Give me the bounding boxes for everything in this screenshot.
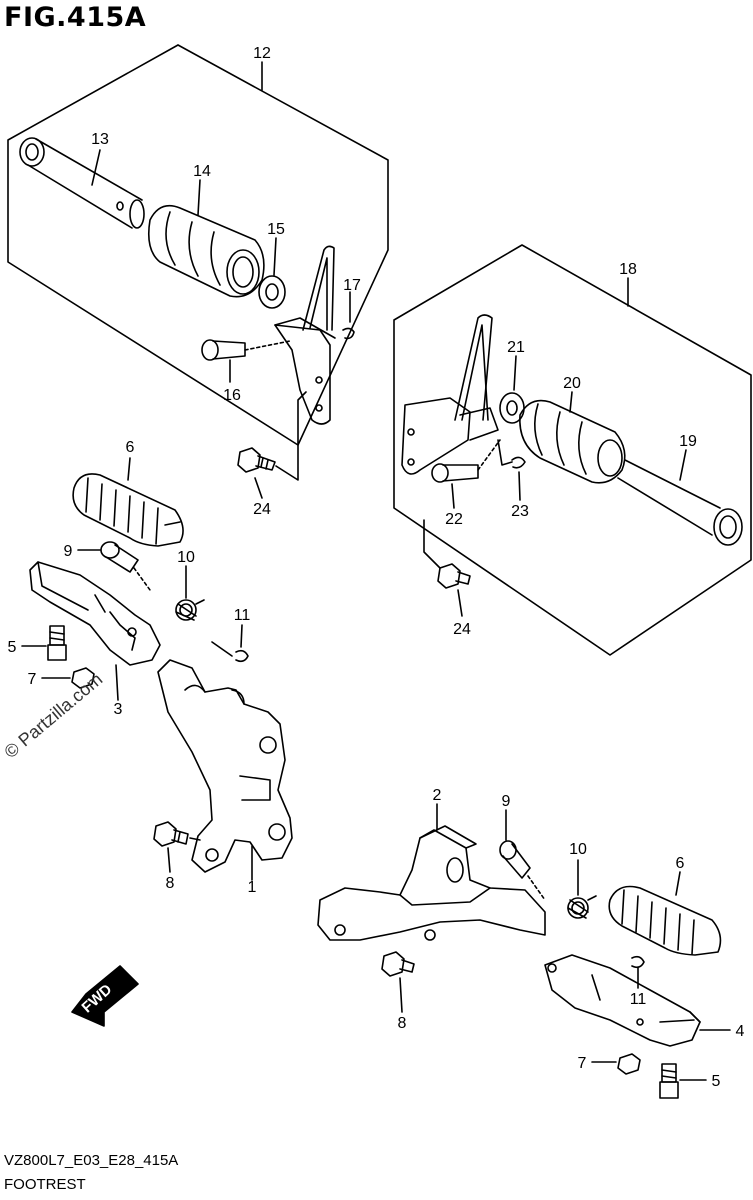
footrest-3 (29, 561, 161, 666)
footrest-rubber-6-left (72, 473, 184, 547)
spring-10-right (567, 895, 597, 919)
callout-2: 2 (433, 787, 442, 804)
callout-7-left: 7 (28, 671, 37, 688)
leader-20 (569, 391, 573, 413)
leader-24-upper (254, 477, 263, 499)
clip-11-right (631, 955, 645, 969)
callout-5-left: 5 (8, 639, 17, 656)
callout-6-right: 6 (676, 855, 685, 872)
callout-3: 3 (114, 701, 123, 718)
footrest-rubber-6-right (608, 885, 722, 956)
callout-8-right: 8 (398, 1015, 407, 1032)
callout-16: 16 (223, 387, 241, 404)
leader-14 (197, 179, 201, 216)
footrest-bracket-1 (157, 659, 293, 873)
callout-12: 12 (253, 45, 271, 62)
leader-8-right (399, 977, 403, 1013)
figure-name: FOOTREST (4, 1176, 86, 1193)
callout-18: 18 (619, 261, 637, 278)
nut-7-right (617, 1053, 641, 1075)
callout-14: 14 (193, 163, 211, 180)
bolt-24-lower (423, 519, 471, 589)
callout-19: 19 (679, 433, 697, 450)
footrest-bracket-right (401, 314, 499, 475)
callout-9-left: 9 (64, 543, 73, 560)
callout-8-left: 8 (166, 875, 175, 892)
callout-21: 21 (507, 339, 525, 356)
callout-24-upper: 24 (253, 501, 271, 518)
callout-15: 15 (267, 221, 285, 238)
leader-6-right (675, 871, 681, 896)
callout-5-right: 5 (712, 1073, 721, 1090)
leader-3 (115, 664, 119, 701)
callout-11-left: 11 (234, 607, 251, 624)
nut-7-left (71, 667, 95, 689)
footrest-bracket-upper (274, 245, 336, 425)
leader-11-left (240, 624, 243, 648)
leader-22 (451, 483, 455, 509)
bolt-24-upper (237, 391, 307, 481)
leader-19 (679, 449, 687, 481)
callout-13: 13 (91, 131, 109, 148)
callout-1: 1 (248, 879, 257, 896)
footrest-rubber-20 (519, 399, 626, 484)
washer-15 (258, 275, 286, 309)
clip-23 (497, 439, 526, 469)
assembly-box-12 (7, 44, 389, 446)
leader-23 (518, 471, 521, 501)
clevis-pin-22 (431, 439, 501, 483)
footrest-rubber-14 (147, 204, 265, 298)
callout-20: 20 (563, 375, 581, 392)
leader-13 (91, 149, 101, 186)
callout-11-right: 11 (630, 991, 647, 1008)
bolt-5-left (47, 625, 67, 661)
figure-code: VZ800L7_E03_E28_415A (4, 1152, 179, 1169)
assembly-box-18 (393, 244, 752, 656)
pin-9-left (100, 541, 151, 591)
pivot-pin-13 (19, 137, 145, 229)
pin-9-right (499, 840, 546, 901)
bolt-8-right (381, 951, 415, 977)
callout-7-right: 7 (578, 1055, 587, 1072)
callout-10-right: 10 (569, 841, 587, 858)
pivot-pin-19 (617, 459, 743, 546)
bolt-5-right (659, 1063, 679, 1099)
bolt-8-left (153, 821, 201, 847)
clip-11-left (211, 641, 249, 663)
spring-10-left (175, 599, 205, 621)
callout-4: 4 (736, 1023, 745, 1040)
clevis-pin-16 (201, 339, 291, 361)
callout-9-right: 9 (502, 793, 511, 810)
leader-6-left (127, 457, 131, 481)
callout-6-left: 6 (126, 439, 135, 456)
callout-labels: 12 13 14 15 17 16 24 18 21 20 19 22 23 2… (8, 45, 745, 1090)
leader-21 (513, 355, 517, 391)
clip-17 (342, 327, 355, 340)
leader-15 (273, 237, 277, 276)
callout-22: 22 (445, 511, 463, 528)
footrest-4 (544, 954, 701, 1047)
callout-10-left: 10 (177, 549, 195, 566)
forward-direction-arrow: FWD (71, 965, 139, 1027)
callout-24-lower: 24 (453, 621, 471, 638)
leader-8-left (167, 847, 171, 873)
leader-24-lower (457, 589, 463, 617)
figure-title: FIG.415A (4, 2, 147, 33)
callout-23: 23 (511, 503, 529, 520)
footrest-bracket-2 (317, 825, 546, 941)
callout-17: 17 (343, 277, 361, 294)
